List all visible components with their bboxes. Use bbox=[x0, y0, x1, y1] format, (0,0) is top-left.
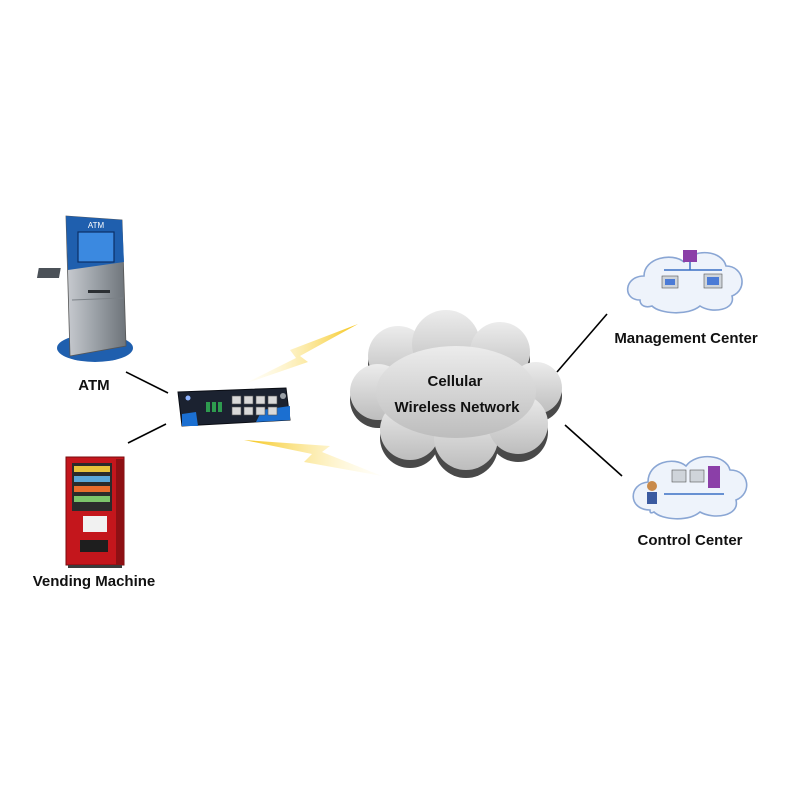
lightning-bolt-upper bbox=[244, 324, 358, 384]
vending-products bbox=[74, 466, 110, 502]
vending-feet bbox=[68, 565, 122, 568]
cloud-control-link bbox=[564, 424, 623, 477]
router-antenna-port bbox=[280, 393, 286, 399]
router-terminals bbox=[206, 402, 222, 412]
management-center-label: Management Center bbox=[614, 330, 758, 347]
control-center-label: Control Center bbox=[638, 532, 743, 549]
control-center-node bbox=[632, 455, 748, 520]
cloud-body bbox=[350, 310, 562, 470]
atm-screen-text: ATM bbox=[88, 221, 105, 230]
control-pc1-icon bbox=[671, 469, 687, 483]
connections bbox=[125, 313, 623, 477]
vending-display bbox=[83, 516, 107, 532]
cloud-management-link bbox=[556, 313, 608, 373]
atm-node: ATM bbox=[36, 215, 133, 362]
router-node bbox=[177, 387, 291, 427]
management-pc1-screen bbox=[665, 279, 675, 285]
control-server-icon bbox=[708, 466, 720, 488]
atm-label: ATM bbox=[78, 377, 109, 394]
management-center-node bbox=[626, 250, 743, 314]
cloud-label-line1: Cellular bbox=[427, 373, 482, 390]
atm-keypad bbox=[36, 268, 61, 278]
management-pc2-screen bbox=[707, 277, 719, 285]
vending-dispenser bbox=[80, 540, 108, 552]
lightning-bolt-lower bbox=[244, 440, 382, 476]
operator-body-icon bbox=[647, 492, 657, 504]
atm-router-link bbox=[125, 371, 169, 394]
atm-card-slot bbox=[88, 290, 110, 293]
vending-side bbox=[116, 459, 124, 565]
vending-machine-label: Vending Machine bbox=[33, 573, 156, 590]
atm-panel-line bbox=[71, 297, 124, 301]
cellular-cloud bbox=[350, 310, 562, 478]
management-lan-cloud bbox=[626, 251, 743, 314]
management-server-icon bbox=[683, 250, 697, 262]
router-blue-corner-left bbox=[182, 412, 198, 426]
vending-router-link bbox=[127, 423, 167, 444]
control-pc2-icon bbox=[689, 469, 705, 483]
vending-machine-node bbox=[65, 456, 125, 568]
operator-icon bbox=[647, 481, 657, 491]
router-led bbox=[185, 395, 191, 401]
atm-screen bbox=[77, 231, 115, 263]
cloud-label-line2: Wireless Network bbox=[395, 399, 521, 416]
router-ports bbox=[231, 395, 278, 416]
